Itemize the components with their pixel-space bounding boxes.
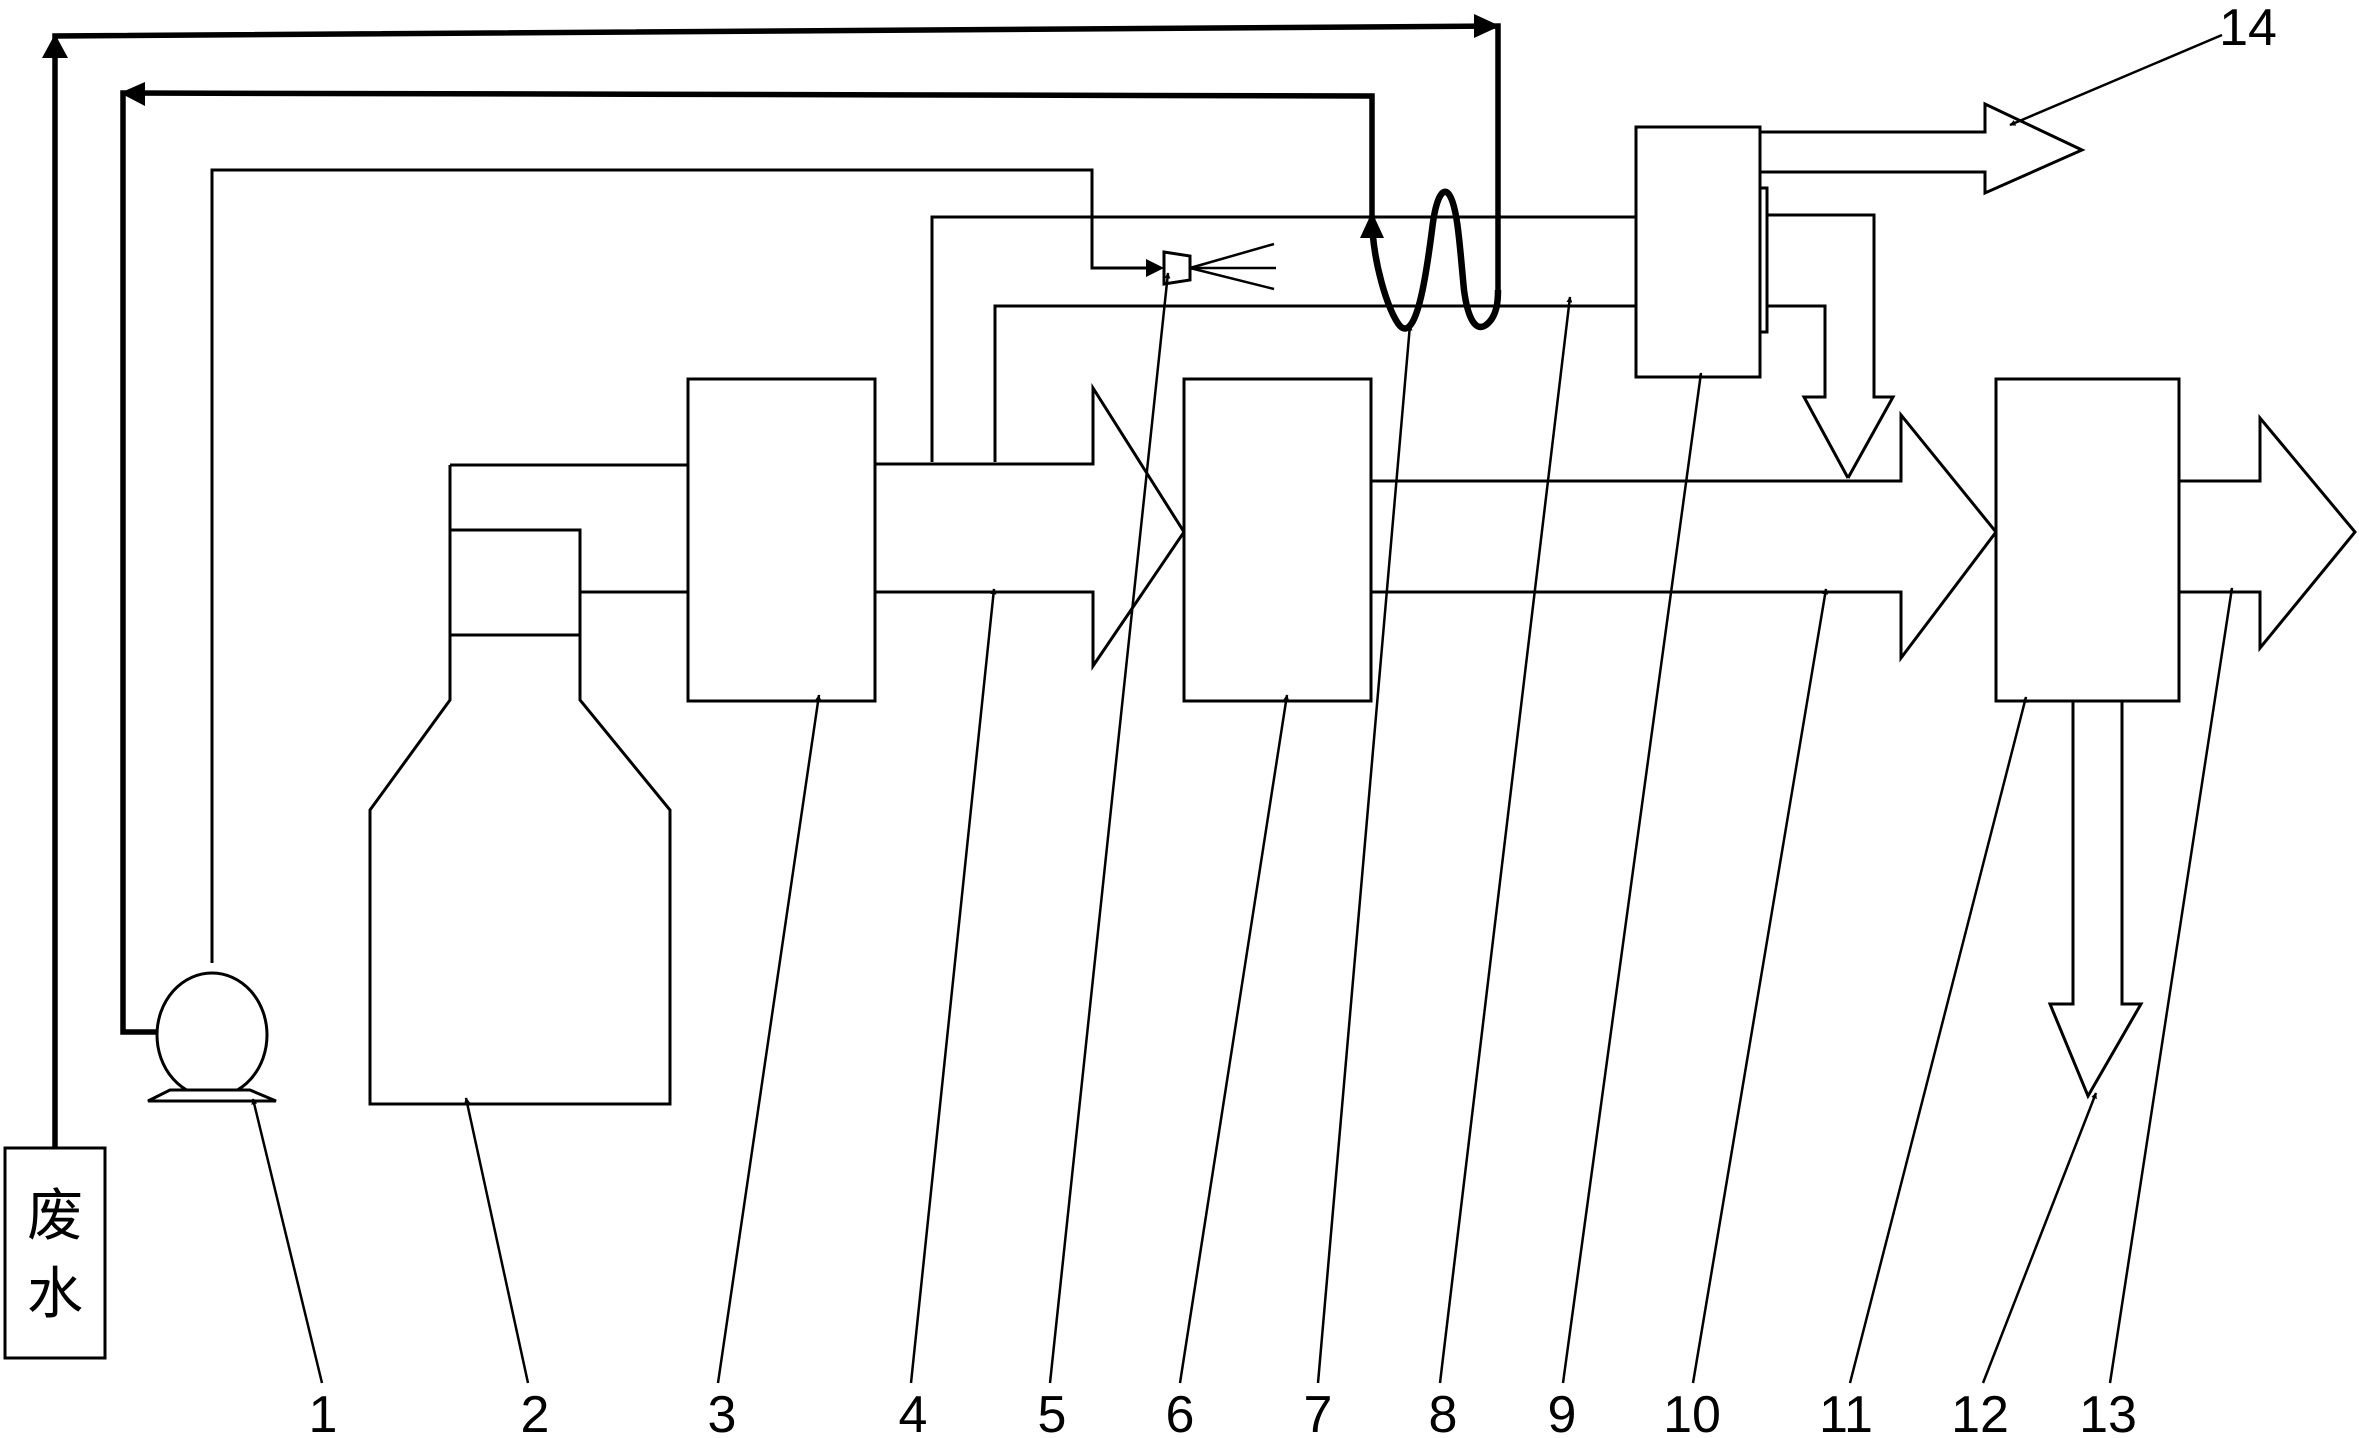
leader-2	[464, 1097, 530, 1384]
wastewater-feed-arrowhead-top	[42, 34, 68, 58]
leader-4	[909, 588, 997, 1384]
label-10: 10	[1663, 1386, 1721, 1438]
unit-11	[1994, 377, 2181, 703]
vessel-unit-2	[368, 463, 688, 1106]
leader-13	[2108, 587, 2235, 1384]
component-labels: 1 2 3 4 5 6 7 8 9 10 11 12 13 14	[309, 0, 2277, 1438]
spray-nozzle	[1162, 242, 1276, 291]
label-1: 1	[309, 1386, 338, 1438]
label-12: 12	[1951, 1386, 2009, 1438]
pump-return-arrowhead-left	[120, 82, 145, 106]
label-3: 3	[708, 1386, 737, 1438]
wastewater-feed-line	[52, 23, 1501, 1148]
leader-1	[251, 1098, 324, 1384]
wastewater-label-line-1: 废	[27, 1184, 83, 1249]
heat-exchanger-coil	[1368, 188, 1502, 332]
unit-3	[686, 377, 877, 703]
pump-unit-1	[147, 971, 277, 1103]
leader-lines	[251, 33, 2235, 1384]
wastewater-box	[3, 1146, 107, 1360]
label-8: 8	[1429, 1386, 1458, 1438]
leader-5	[1048, 272, 1171, 1384]
exhaust-arrow-14	[1758, 101, 2086, 196]
leader-10	[1691, 588, 1829, 1384]
nozzle-feed-line	[210, 168, 1160, 963]
leader-3	[716, 694, 822, 1384]
unit-9-return-line-outer	[1767, 213, 1896, 479]
wastewater-label-line-2: 水	[27, 1262, 83, 1327]
leader-14	[2009, 33, 2223, 127]
leader-7	[1316, 324, 1413, 1384]
leader-11	[1848, 696, 2028, 1384]
unit-9-side-plate	[1758, 186, 1769, 334]
branch-line-upper	[930, 215, 1636, 462]
nozzle-feed-arrowhead	[1146, 259, 1164, 277]
label-11: 11	[1819, 1386, 1873, 1438]
leader-8	[1438, 296, 1573, 1384]
unit-9	[1634, 125, 1762, 379]
leader-12	[1981, 1092, 2098, 1384]
branch-line-lower	[993, 304, 1636, 462]
outlet-arrow-10	[1369, 410, 1998, 663]
label-7: 7	[1304, 1386, 1333, 1438]
label-5: 5	[1038, 1386, 1067, 1438]
unit-6	[1182, 377, 1373, 703]
label-4: 4	[899, 1386, 928, 1438]
unit-9-return-line-inner	[1767, 304, 1850, 479]
label-9: 9	[1548, 1386, 1577, 1438]
wastewater-feed-arrowhead-right	[1474, 14, 1500, 38]
label-14: 14	[2219, 0, 2277, 57]
discharge-arrow-12	[2047, 699, 2144, 1100]
outlet-arrow-4	[873, 382, 1186, 671]
label-2: 2	[521, 1386, 550, 1438]
leader-9	[1561, 372, 1704, 1384]
label-13: 13	[2079, 1386, 2137, 1438]
label-6: 6	[1166, 1386, 1195, 1438]
leader-6	[1178, 694, 1290, 1384]
outlet-arrow-13	[2177, 413, 2357, 653]
